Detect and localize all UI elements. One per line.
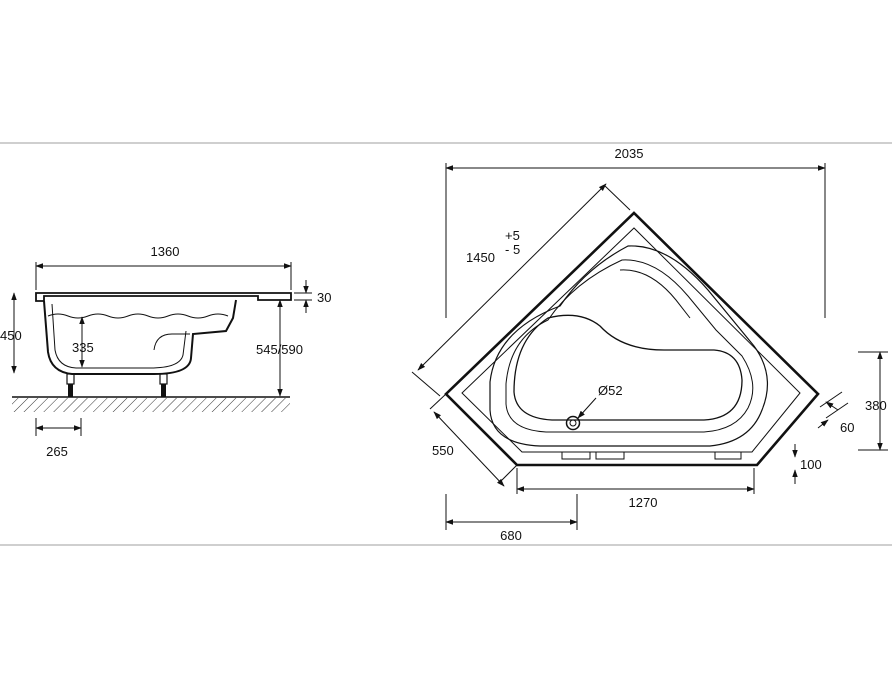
tub-rim (35, 292, 292, 302)
top-dim-tol-plus-label: +5 (505, 228, 520, 243)
drain-leader (577, 397, 597, 419)
side-dim-height-left-label: 450 (0, 328, 22, 343)
leg-left-foot (68, 384, 73, 397)
side-dim-height-right-label: 545/590 (256, 342, 303, 357)
dim-side-left-ext-2 (499, 464, 518, 483)
leg-right (159, 373, 168, 385)
side-dim-depth-label: 335 (72, 340, 94, 355)
water-line (47, 313, 229, 319)
top-dim-step-label: 100 (800, 457, 822, 472)
top-dim-side-left-label: 550 (432, 443, 454, 458)
dim-diagonal-ext-bottom (411, 371, 441, 397)
bottom-cutout-right (714, 451, 742, 460)
top-dim-tol-minus-label: - 5 (505, 242, 520, 257)
dim-right-offset-ext-1 (819, 391, 843, 408)
basin-inner (505, 259, 754, 433)
side-dim-rim-label: 30 (317, 290, 331, 305)
dim-right-offset-arrow-1 (825, 401, 839, 411)
dim-side-left-line (433, 411, 505, 487)
top-dim-right-height-label: 380 (865, 398, 887, 413)
floor-hatching (12, 398, 290, 412)
side-dim-leg-label: 265 (46, 444, 68, 459)
top-dim-bottom-label: 1270 (629, 495, 658, 510)
tub-outline (444, 211, 820, 467)
basin-floor (513, 314, 743, 421)
tub-inner-line (51, 303, 187, 369)
backrest-contour (619, 269, 691, 319)
top-dim-diagonal-label: 1450 (466, 250, 495, 265)
side-dim-length-label: 1360 (151, 244, 180, 259)
dim-right-offset-ext-2 (825, 402, 849, 419)
leg-left (66, 373, 75, 385)
tub-seat-line (153, 333, 190, 351)
side-view (11, 262, 312, 436)
dim-diagonal-line (417, 183, 607, 371)
bottom-cutout-left (561, 451, 591, 460)
dim-side-left-ext (429, 393, 447, 410)
top-dim-total-label: 2035 (615, 146, 644, 161)
top-view (411, 163, 888, 530)
leg-right-foot (161, 384, 166, 397)
tub-shell (43, 299, 237, 375)
dim-diagonal-ext-top (603, 184, 631, 211)
drain-outer (565, 415, 581, 431)
top-dim-left-offset-label: 680 (500, 528, 522, 543)
top-dim-right-offset-label: 60 (840, 420, 854, 435)
dim-right-offset-arrow-2 (817, 419, 829, 429)
bottom-cutout-mid (595, 451, 625, 460)
drain-inner (569, 419, 577, 427)
top-dim-drain-label: Ø52 (598, 383, 623, 398)
